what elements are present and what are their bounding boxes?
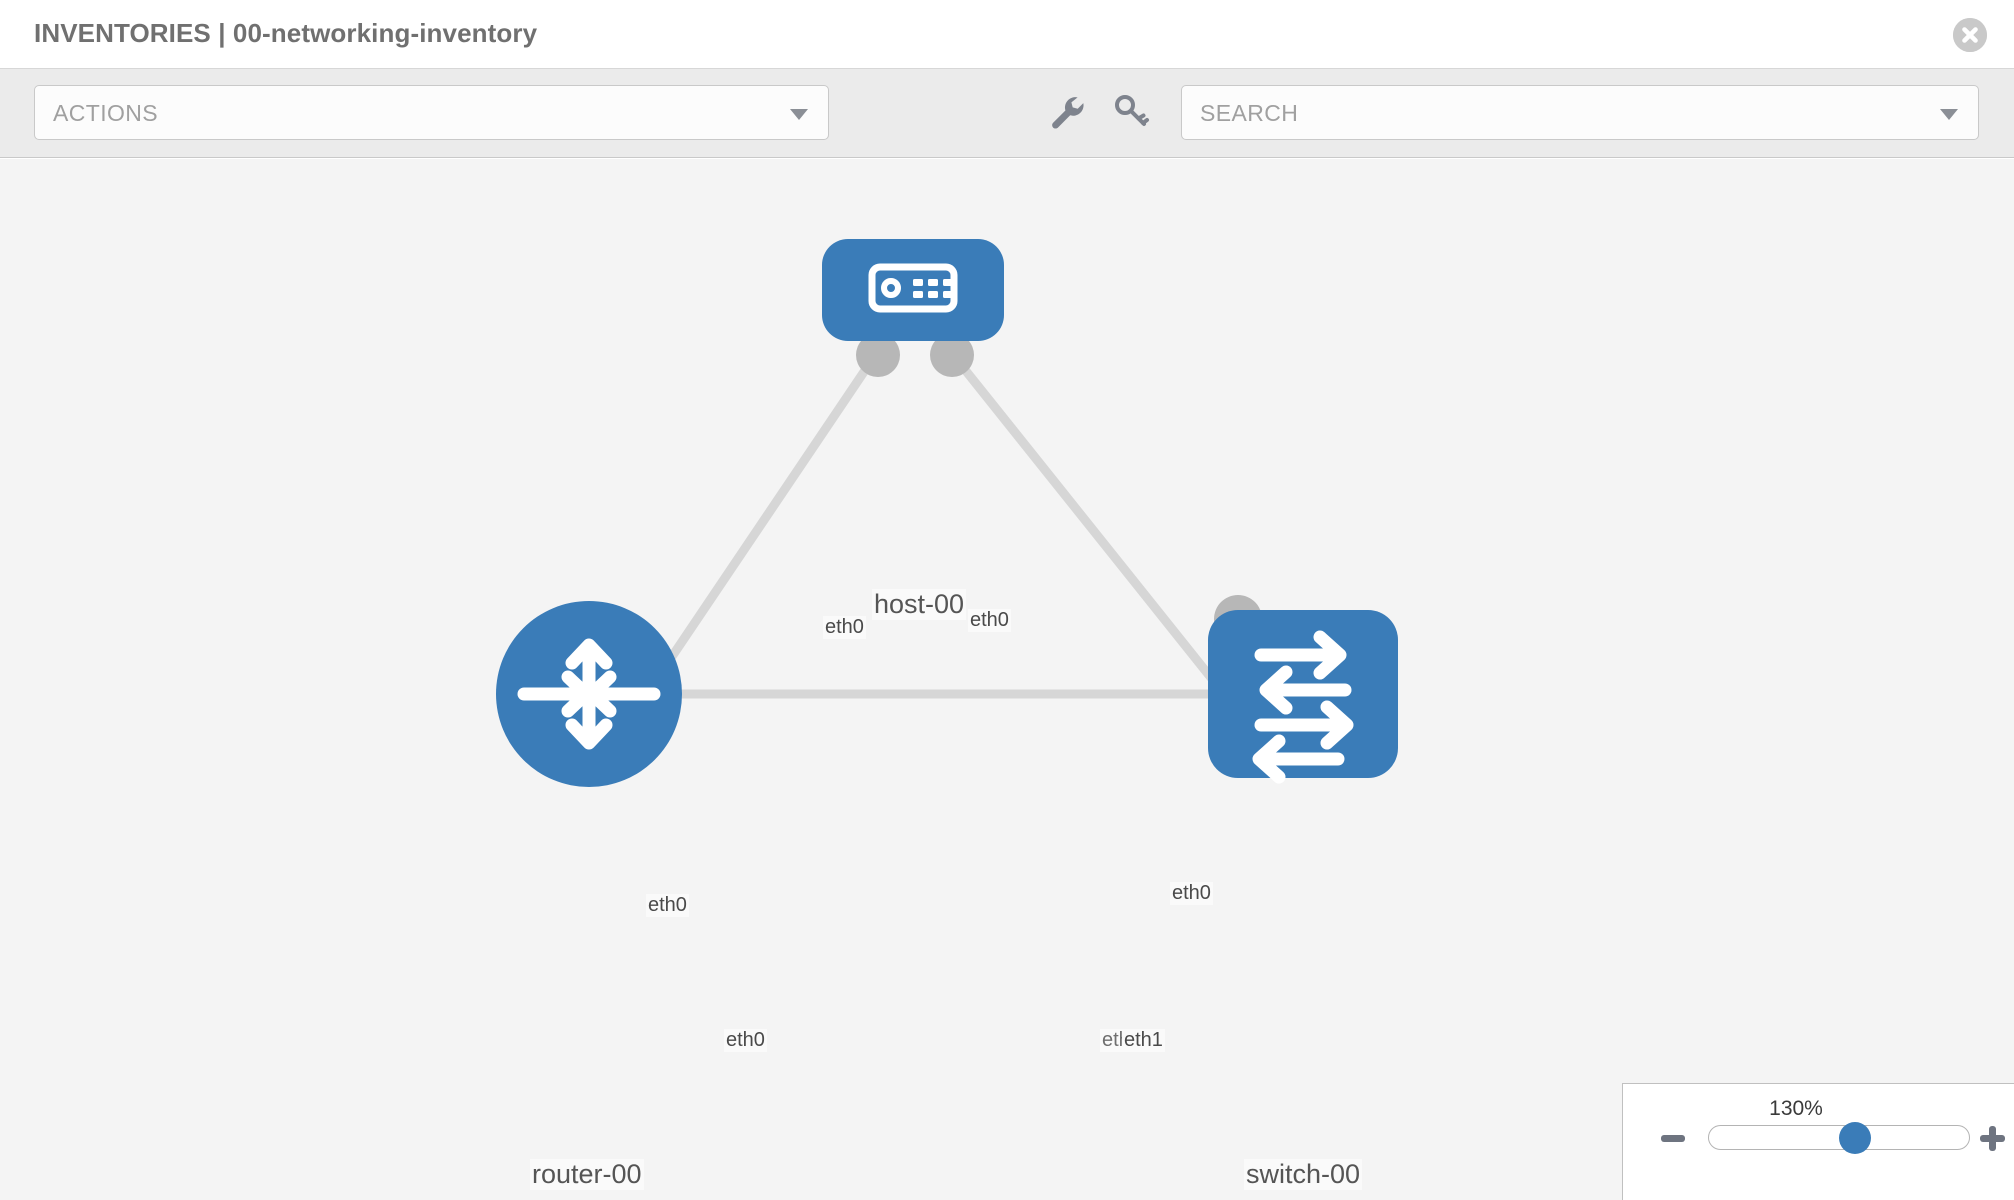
link-layer — [636, 348, 1236, 707]
node-switch-00 — [1208, 610, 1398, 784]
zoom-level-value: 130% — [1769, 1097, 1823, 1120]
socket-host00-eth0-left — [856, 333, 900, 377]
minus-icon[interactable] — [1661, 1135, 1685, 1142]
socket-host00-eth0-right — [930, 333, 974, 377]
search-placeholder: SEARCH — [1200, 100, 1299, 126]
socket-layer — [624, 333, 1262, 716]
node-host-00-shape — [822, 239, 1004, 341]
toolbar: ACTIONS SEARCH — [0, 69, 2014, 158]
chevron-down-icon — [790, 109, 808, 120]
wrench-icon[interactable] — [1046, 91, 1088, 133]
router-arrows-icon — [517, 638, 661, 750]
actions-dropdown-label: ACTIONS — [53, 100, 159, 126]
node-switch-00[interactable] — [1208, 610, 1398, 778]
zoom-control-panel: 130% — [1622, 1083, 2014, 1200]
topology-graph — [496, 239, 1398, 787]
actions-dropdown[interactable]: ACTIONS — [34, 85, 829, 140]
chevron-down-icon[interactable] — [1940, 109, 1958, 120]
link-host00-switch00 — [946, 348, 1236, 707]
page-title: INVENTORIES | 00-networking-inventory — [34, 18, 538, 48]
node-host-00 — [822, 239, 1004, 341]
server-icon — [868, 263, 958, 313]
window-header: INVENTORIES | 00-networking-inventory — [0, 0, 2014, 69]
topology-canvas[interactable]: host-00 router-00 switch-00 eth0 eth0 et… — [0, 159, 2014, 1200]
zoom-slider-thumb[interactable] — [1839, 1122, 1871, 1154]
search-input[interactable]: SEARCH — [1181, 85, 1979, 140]
node-router-00[interactable] — [496, 601, 682, 787]
key-icon[interactable] — [1110, 91, 1152, 133]
plus-icon[interactable] — [1980, 1126, 2005, 1151]
close-icon[interactable] — [1953, 18, 1987, 52]
node-router-00 — [496, 601, 682, 787]
link-host00-router00 — [636, 348, 882, 707]
switch-arrows-icon — [1252, 630, 1354, 784]
node-host-00[interactable] — [822, 239, 1004, 341]
